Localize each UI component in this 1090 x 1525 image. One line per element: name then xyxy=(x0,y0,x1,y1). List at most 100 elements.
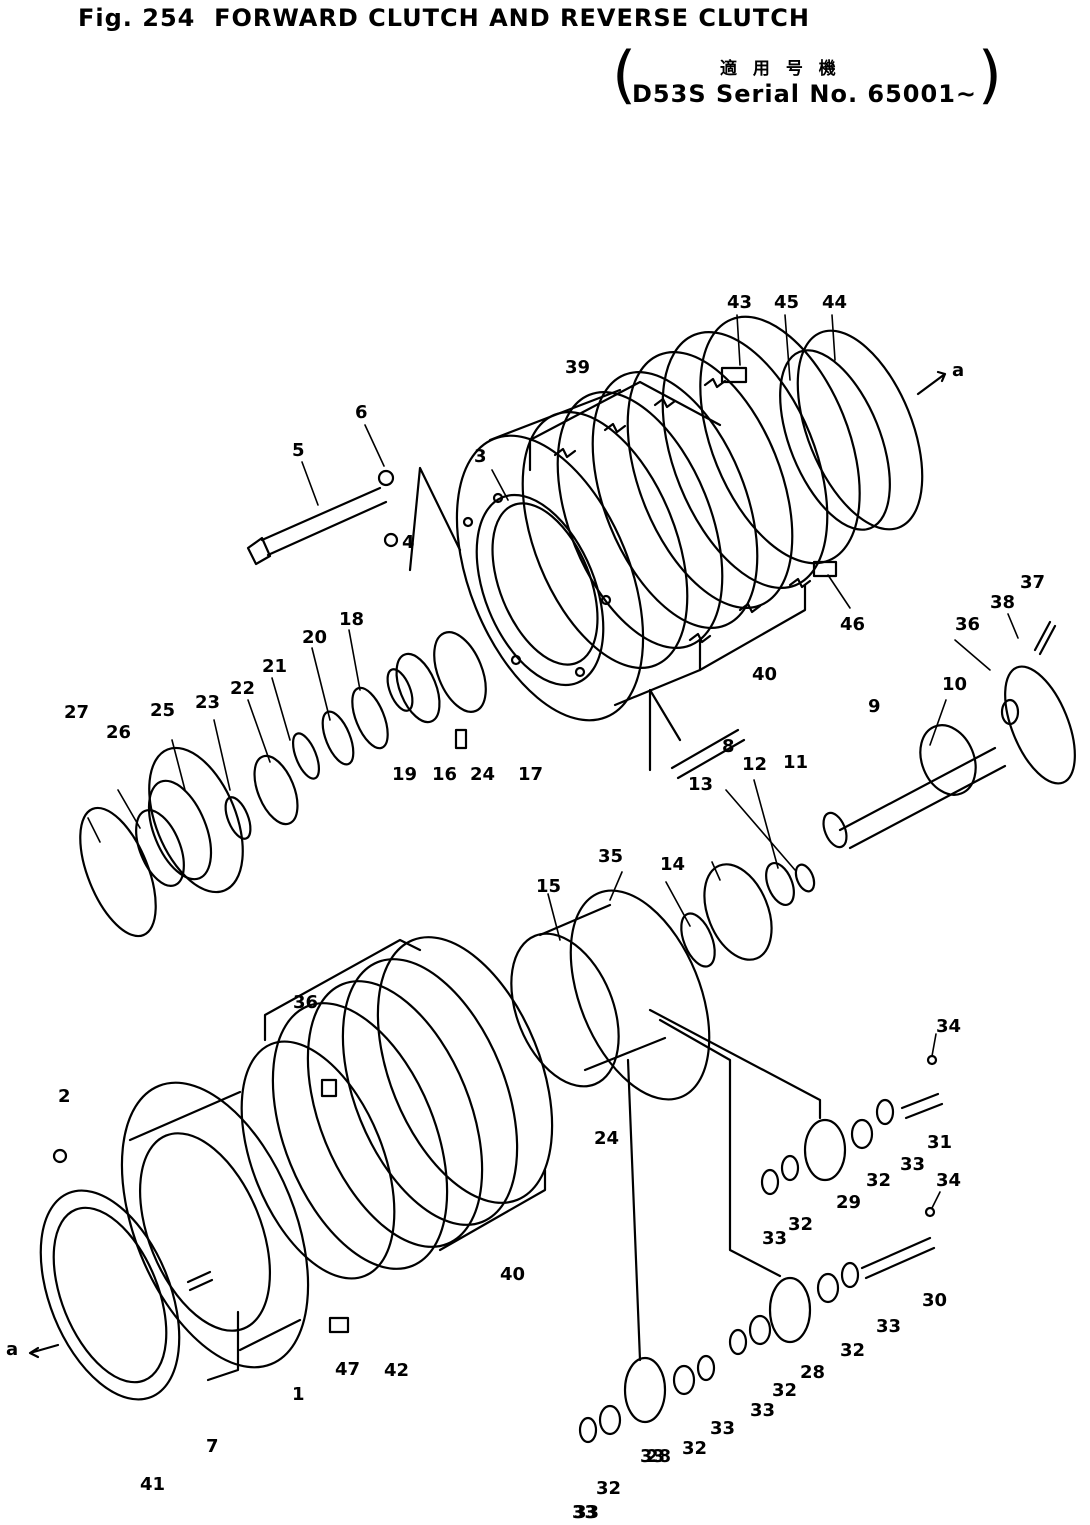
callout-36: 36 xyxy=(293,992,318,1013)
gear-28-b xyxy=(623,1356,667,1424)
callout-24: 24 xyxy=(594,1128,619,1149)
washer-33-d xyxy=(728,1328,748,1356)
callout-3: 3 xyxy=(474,446,487,467)
callout-22: 22 xyxy=(230,678,255,699)
bolt-5 xyxy=(246,469,395,566)
shaft-31 xyxy=(900,1092,944,1120)
washer-32-f xyxy=(598,1404,622,1436)
callout-33: 33 xyxy=(762,1228,787,1249)
washer-33-f xyxy=(578,1416,598,1444)
callout-14: 14 xyxy=(660,854,685,875)
pin-34-lower xyxy=(924,1206,936,1218)
washer-12 xyxy=(765,862,795,906)
bearing-25 xyxy=(147,746,244,894)
open-paren: ( xyxy=(612,38,637,111)
figure-title: Fig. 254 FORWARD CLUTCH AND REVERSE CLUT… xyxy=(78,4,810,32)
callout-47: 47 xyxy=(335,1359,360,1380)
callout-5: 5 xyxy=(292,440,305,461)
ring-10 xyxy=(1000,698,1020,726)
callout-32: 32 xyxy=(866,1170,891,1191)
callout-35: 35 xyxy=(598,846,623,867)
callout-37: 37 xyxy=(1020,572,1045,593)
bearing-assembly xyxy=(386,631,487,750)
applicability-serial: D53S Serial No. 65001~ xyxy=(632,80,978,108)
callout-32: 32 xyxy=(682,1438,707,1459)
pin-7 xyxy=(186,1270,214,1292)
callout-8: 8 xyxy=(722,736,735,757)
washer-32-e xyxy=(672,1364,696,1396)
plate-36 xyxy=(1004,665,1076,785)
callout-33: 33 xyxy=(750,1400,775,1421)
callout-38: 38 xyxy=(990,592,1015,613)
ring-gear-41 xyxy=(39,1189,181,1401)
spring-47 xyxy=(328,1316,350,1334)
callout-46: 46 xyxy=(840,614,865,635)
pin-8 xyxy=(670,728,746,780)
callout-a: a xyxy=(6,1339,18,1360)
reverse-housing-1 xyxy=(120,1081,310,1369)
arrow-a-lower xyxy=(28,1343,60,1359)
callout-33: 33 xyxy=(710,1418,735,1439)
snap-ring-18 xyxy=(351,686,389,750)
figure-number: Fig. 254 xyxy=(78,4,196,32)
callout-28: 28 xyxy=(800,1362,825,1383)
bracket-40-upper xyxy=(698,583,807,672)
washer-33-b xyxy=(760,1168,780,1196)
washer-32-c xyxy=(816,1272,840,1304)
callout-32: 32 xyxy=(788,1214,813,1235)
callout-30: 30 xyxy=(922,1290,947,1311)
bracket-36 xyxy=(263,938,422,1042)
bracket-40-lower xyxy=(438,1168,547,1252)
leader-28-a xyxy=(658,1018,782,1278)
washer-32-d xyxy=(748,1314,772,1346)
bracket-8 xyxy=(648,688,682,772)
pin-24-lower xyxy=(320,1078,338,1098)
callout-39: 39 xyxy=(565,357,590,378)
callout-32: 32 xyxy=(840,1340,865,1361)
spring-46 xyxy=(812,560,838,578)
callout-7: 7 xyxy=(206,1436,219,1457)
ring-11 xyxy=(794,863,816,893)
callout-15: 15 xyxy=(536,876,561,897)
callout-23: 23 xyxy=(195,692,220,713)
callout-13: 13 xyxy=(688,774,713,795)
ring-26 xyxy=(135,809,185,887)
washer-33-c xyxy=(840,1261,860,1289)
callout-32: 32 xyxy=(772,1380,797,1401)
callout-44: 44 xyxy=(822,292,847,313)
washer-32-a xyxy=(850,1118,874,1150)
bracket-6 xyxy=(408,466,462,572)
arrow-a-upper xyxy=(916,370,947,396)
ring-21 xyxy=(291,732,321,780)
snap-ring-22 xyxy=(253,754,299,826)
callout-11: 11 xyxy=(783,752,808,773)
close-paren: ) xyxy=(977,38,1002,111)
washer-33-a xyxy=(875,1098,895,1126)
callout-12: 12 xyxy=(742,754,767,775)
reverse-clutch-plates xyxy=(240,936,554,1280)
applicability-jp: 適 用 号 機 xyxy=(720,59,841,79)
callout-4: 4 xyxy=(402,532,415,553)
callout-27: 27 xyxy=(64,702,89,723)
callout-33: 33 xyxy=(574,1502,599,1523)
callout-40: 40 xyxy=(500,1264,525,1285)
callout-45: 45 xyxy=(774,292,799,313)
callout-16: 16 xyxy=(432,764,457,785)
callout-34: 34 xyxy=(936,1016,961,1037)
shaft-9 xyxy=(822,724,1007,850)
callout-33: 33 xyxy=(900,1154,925,1175)
callout-26: 26 xyxy=(106,722,131,743)
ring-20 xyxy=(321,710,355,766)
callout-31: 31 xyxy=(927,1132,952,1153)
pin-4 xyxy=(383,532,399,548)
callout-28: 28 xyxy=(646,1446,671,1467)
callout-10: 10 xyxy=(942,674,967,695)
washer-33-e xyxy=(696,1354,716,1382)
callout-1: 1 xyxy=(292,1384,305,1405)
callout-9: 9 xyxy=(868,696,881,717)
callout-33: 33 xyxy=(876,1316,901,1337)
carrier-15 xyxy=(510,889,711,1101)
gear-28-a xyxy=(768,1276,812,1344)
callout-21: 21 xyxy=(262,656,287,677)
